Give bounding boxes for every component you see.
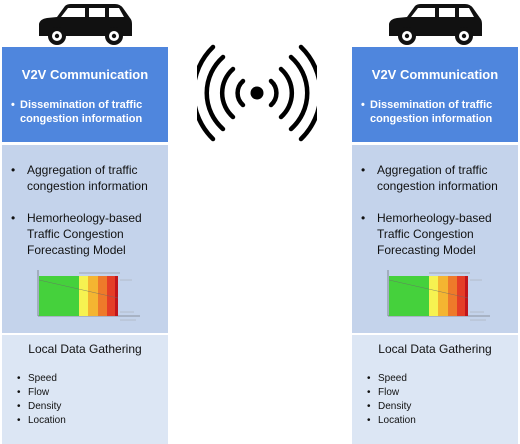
bullet-dot: • — [361, 99, 365, 111]
bullet-text-line: Traffic Congestion — [377, 227, 474, 241]
model-bullet: • Hemorheology-based Traffic Congestion … — [361, 210, 515, 258]
list-item: • Density — [17, 400, 66, 414]
list-item-label: Flow — [378, 387, 400, 398]
wireless-signal-icon — [197, 44, 317, 142]
dissemination-bullet: • Dissemination of traffic congestion in… — [11, 98, 160, 126]
bullet-text-line: Hemorheology-based — [27, 211, 142, 225]
bullet-text-line: congestion information — [20, 113, 143, 125]
bullet-dot: • — [11, 163, 16, 177]
bullet-dot: • — [367, 415, 371, 426]
v2v-communication-panel: V2V Communication • Dissemination of tra… — [2, 47, 168, 142]
bullet-text-line: Hemorheology-based — [377, 211, 492, 225]
local-data-list: • Speed • Flow • Density • Location — [367, 372, 416, 428]
list-item-label: Density — [28, 401, 62, 412]
v2v-title: V2V Communication — [21, 67, 149, 82]
list-item: • Speed — [367, 372, 416, 386]
bullet-text-line: Dissemination of traffic — [370, 99, 493, 111]
v2v-communication-panel: V2V Communication • Dissemination of tra… — [352, 47, 518, 142]
model-bullet: • Hemorheology-based Traffic Congestion … — [11, 210, 165, 258]
bullet-dot: • — [17, 401, 21, 412]
local-data-panel: Local Data Gathering • Speed • Flow • Densi… — [2, 335, 168, 444]
vehicle-stack-left: V2V Communication • Dissemination of tra… — [2, 0, 168, 444]
forecasting-panel: • Aggregation of traffic congestion info… — [352, 145, 518, 333]
local-data-title: Local Data Gathering — [378, 342, 492, 356]
dissemination-bullet: • Dissemination of traffic congestion in… — [361, 98, 510, 126]
list-item-label: Flow — [28, 387, 50, 398]
congestion-model-thumbnail — [387, 270, 490, 321]
bullet-text-line: Traffic Congestion — [27, 227, 124, 241]
bullet-text-line: congestion information — [377, 179, 498, 193]
list-item-label: Density — [378, 401, 412, 412]
list-item-label: Speed — [28, 373, 57, 384]
bullet-dot: • — [17, 415, 21, 426]
list-item: • Density — [367, 400, 416, 414]
list-item: • Location — [367, 414, 416, 428]
bullet-text-line: congestion information — [27, 179, 148, 193]
vehicle-stack-right: V2V Communication • Dissemination of tra… — [352, 0, 518, 444]
car-icon — [389, 4, 482, 45]
aggregation-bullet: • Aggregation of traffic congestion info… — [361, 162, 515, 194]
bullet-text-line: Dissemination of traffic — [20, 99, 143, 111]
congestion-model-thumbnail — [37, 270, 140, 321]
local-data-panel: Local Data Gathering • Speed • Flow • Densi… — [352, 335, 518, 444]
bullet-text-line: congestion information — [370, 113, 493, 125]
bullet-dot: • — [361, 211, 366, 225]
bullet-dot: • — [361, 163, 366, 177]
car-icon — [39, 4, 132, 45]
list-item-label: Speed — [378, 373, 407, 384]
local-data-list: • Speed • Flow • Density • Location — [17, 372, 66, 428]
list-item: • Location — [17, 414, 66, 428]
bullet-text-line: Aggregation of traffic — [27, 163, 138, 177]
v2v-title: V2V Communication — [371, 67, 499, 82]
local-data-title: Local Data Gathering — [28, 342, 142, 356]
bullet-text-line: Aggregation of traffic — [377, 163, 488, 177]
list-item: • Flow — [17, 386, 66, 400]
bullet-dot: • — [367, 387, 371, 398]
bullet-dot: • — [367, 373, 371, 384]
bullet-dot: • — [11, 211, 16, 225]
list-item: • Flow — [367, 386, 416, 400]
bullet-text-line: Forecasting Model — [377, 243, 476, 257]
list-item: • Speed — [17, 372, 66, 386]
bullet-text-line: Forecasting Model — [27, 243, 126, 257]
bullet-dot: • — [11, 99, 15, 111]
list-item-label: Location — [378, 415, 416, 426]
bullet-dot: • — [17, 387, 21, 398]
aggregation-bullet: • Aggregation of traffic congestion info… — [11, 162, 165, 194]
forecasting-panel: • Aggregation of traffic congestion info… — [2, 145, 168, 333]
bullet-dot: • — [367, 401, 371, 412]
list-item-label: Location — [28, 415, 66, 426]
bullet-dot: • — [17, 373, 21, 384]
